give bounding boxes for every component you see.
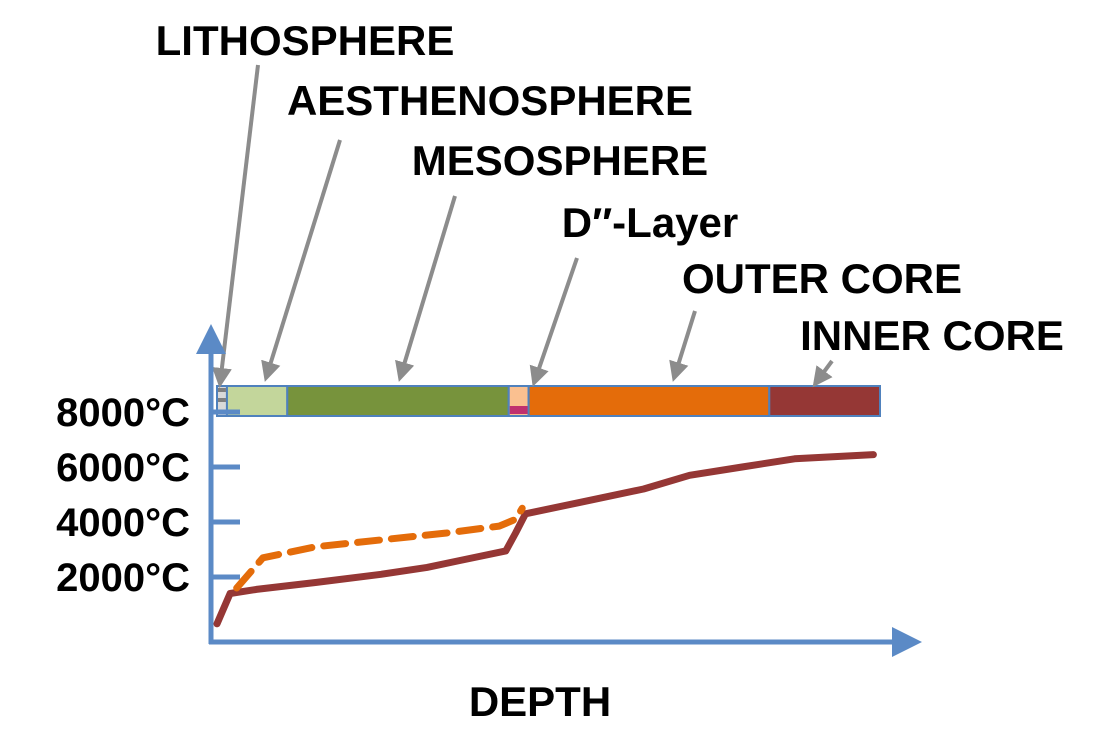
callout-arrow-lithosphere — [211, 64, 260, 388]
layer-label-lithosphere: LITHOSPHERE — [156, 17, 455, 64]
callout-arrow-inner-core — [812, 359, 834, 388]
layer-label-mesosphere: MESOSPHERE — [412, 137, 708, 184]
earth-layer-bar — [216, 385, 881, 417]
layer-label-aesthenosphere: AESTHENOSPHERE — [287, 77, 693, 124]
layer-segment-outer-core — [527, 385, 771, 417]
y-tick-label: 6000°C — [56, 446, 190, 490]
y-ticks: 2000°C 4000°C 6000°C 8000°C — [56, 391, 240, 600]
layer-callouts: LITHOSPHERE AESTHENOSPHERE MESOSPHERE D″-La… — [156, 17, 1064, 388]
series — [213, 451, 877, 628]
solid-temperature-line — [213, 451, 877, 628]
d-layer-stripe — [509, 406, 528, 414]
layer-label-outer-core: OUTER CORE — [682, 255, 962, 302]
layer-label-d-layer: D″-Layer — [562, 199, 739, 246]
callout-arrow-mesosphere — [395, 195, 457, 382]
y-tick-label: 4000°C — [56, 501, 190, 545]
y-tick-label: 2000°C — [56, 556, 190, 600]
lithosphere-stripe — [218, 388, 226, 392]
layer-segment-inner-core — [768, 385, 881, 417]
callout-arrow-d-layer — [529, 257, 579, 387]
dashed-temperature-line — [233, 504, 526, 592]
callout-arrow-outer-core — [669, 310, 697, 382]
layer-label-inner-core: INNER CORE — [800, 312, 1064, 359]
callout-arrow-aesthenosphere — [261, 139, 342, 382]
axes — [196, 324, 922, 657]
x-axis-label: DEPTH — [469, 678, 611, 725]
layer-segment-mesosphere — [286, 385, 510, 417]
y-tick-label: 8000°C — [56, 391, 190, 435]
lithosphere-stripe — [218, 398, 226, 402]
